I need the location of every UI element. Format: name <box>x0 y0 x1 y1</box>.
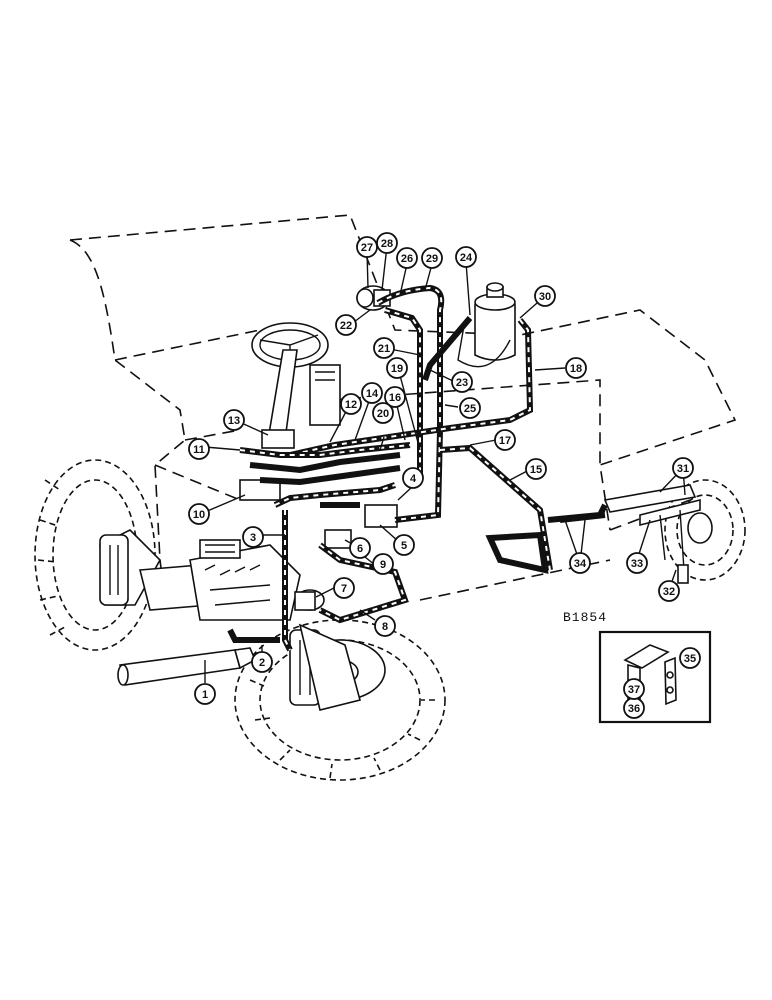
svg-text:25: 25 <box>464 403 476 415</box>
svg-text:13: 13 <box>228 415 240 427</box>
svg-text:29: 29 <box>426 253 438 265</box>
svg-text:11: 11 <box>193 444 205 456</box>
svg-text:20: 20 <box>377 408 389 420</box>
control-valve <box>239 479 398 549</box>
callout-22: 22 <box>335 314 357 336</box>
svg-text:33: 33 <box>631 558 643 570</box>
callout-2: 2 <box>251 651 273 673</box>
inset-bracket-box <box>598 630 712 724</box>
callout-23: 23 <box>451 371 473 393</box>
svg-text:19: 19 <box>391 363 403 375</box>
transmission-housing <box>189 539 301 621</box>
callout-17: 17 <box>494 429 516 451</box>
svg-text:27: 27 <box>361 242 373 254</box>
callout-30: 30 <box>534 285 556 307</box>
callout-19: 19 <box>386 357 408 379</box>
svg-text:32: 32 <box>663 586 675 598</box>
svg-text:3: 3 <box>250 532 256 544</box>
svg-text:4: 4 <box>410 473 417 485</box>
callout-10: 10 <box>188 503 210 525</box>
svg-text:34: 34 <box>574 558 587 570</box>
callout-1: 1 <box>194 683 216 705</box>
callout-27: 27 <box>356 236 378 258</box>
svg-text:37: 37 <box>628 684 640 696</box>
callout-34: 34 <box>569 552 591 574</box>
svg-text:36: 36 <box>628 703 640 715</box>
svg-text:28: 28 <box>381 238 393 250</box>
callout-32: 32 <box>658 580 680 602</box>
callout-12: 12 <box>340 393 362 415</box>
svg-text:31: 31 <box>677 463 689 475</box>
svg-text:2: 2 <box>259 657 265 669</box>
svg-text:18: 18 <box>570 363 582 375</box>
callout-18: 18 <box>565 357 587 379</box>
svg-text:16: 16 <box>389 392 401 404</box>
svg-text:24: 24 <box>460 252 473 264</box>
callout-24: 24 <box>455 246 477 268</box>
steering-cylinder <box>603 484 701 584</box>
pto-shaft <box>117 647 257 686</box>
callout-7: 7 <box>333 577 355 599</box>
small-cylinder <box>294 589 325 611</box>
callout-31: 31 <box>672 457 694 479</box>
callout-4: 4 <box>402 467 424 489</box>
steering-assembly <box>251 322 341 449</box>
svg-text:22: 22 <box>340 320 352 332</box>
callout-36: 36 <box>623 697 645 719</box>
svg-text:21: 21 <box>378 343 390 355</box>
figure-label: B1854 <box>563 610 607 625</box>
svg-text:5: 5 <box>401 540 407 552</box>
svg-text:10: 10 <box>193 509 205 521</box>
callout-13: 13 <box>223 409 245 431</box>
svg-text:7: 7 <box>341 583 347 595</box>
callout-29: 29 <box>421 247 443 269</box>
callout-26: 26 <box>396 247 418 269</box>
callout-8: 8 <box>374 615 396 637</box>
callout-25: 25 <box>459 397 481 419</box>
svg-text:12: 12 <box>345 399 357 411</box>
callout-9: 9 <box>372 553 394 575</box>
callout-11: 11 <box>188 438 210 460</box>
callout-37: 37 <box>623 678 645 700</box>
svg-text:26: 26 <box>401 253 413 265</box>
svg-text:23: 23 <box>456 377 468 389</box>
callout-21: 21 <box>373 337 395 359</box>
callout-14: 14 <box>361 382 383 404</box>
callout-33: 33 <box>626 552 648 574</box>
callout-6: 6 <box>349 537 371 559</box>
svg-text:8: 8 <box>382 621 388 633</box>
rear-axle-right-hub <box>289 623 361 711</box>
callout-5: 5 <box>393 534 415 556</box>
callout-20: 20 <box>372 402 394 424</box>
svg-text:14: 14 <box>366 388 379 400</box>
callout-16: 16 <box>384 386 406 408</box>
front-right-tire <box>664 479 746 581</box>
hydraulic-lines <box>227 284 608 652</box>
oil-reservoir <box>474 282 516 361</box>
svg-text:1: 1 <box>202 689 208 701</box>
callout-35: 35 <box>679 647 701 669</box>
svg-text:30: 30 <box>539 291 551 303</box>
callout-15: 15 <box>525 458 547 480</box>
svg-text:17: 17 <box>499 435 511 447</box>
svg-text:6: 6 <box>357 543 363 555</box>
callout-28: 28 <box>376 232 398 254</box>
callout-3: 3 <box>242 526 264 548</box>
svg-text:35: 35 <box>684 653 696 665</box>
svg-text:15: 15 <box>530 464 542 476</box>
svg-text:9: 9 <box>380 559 386 571</box>
